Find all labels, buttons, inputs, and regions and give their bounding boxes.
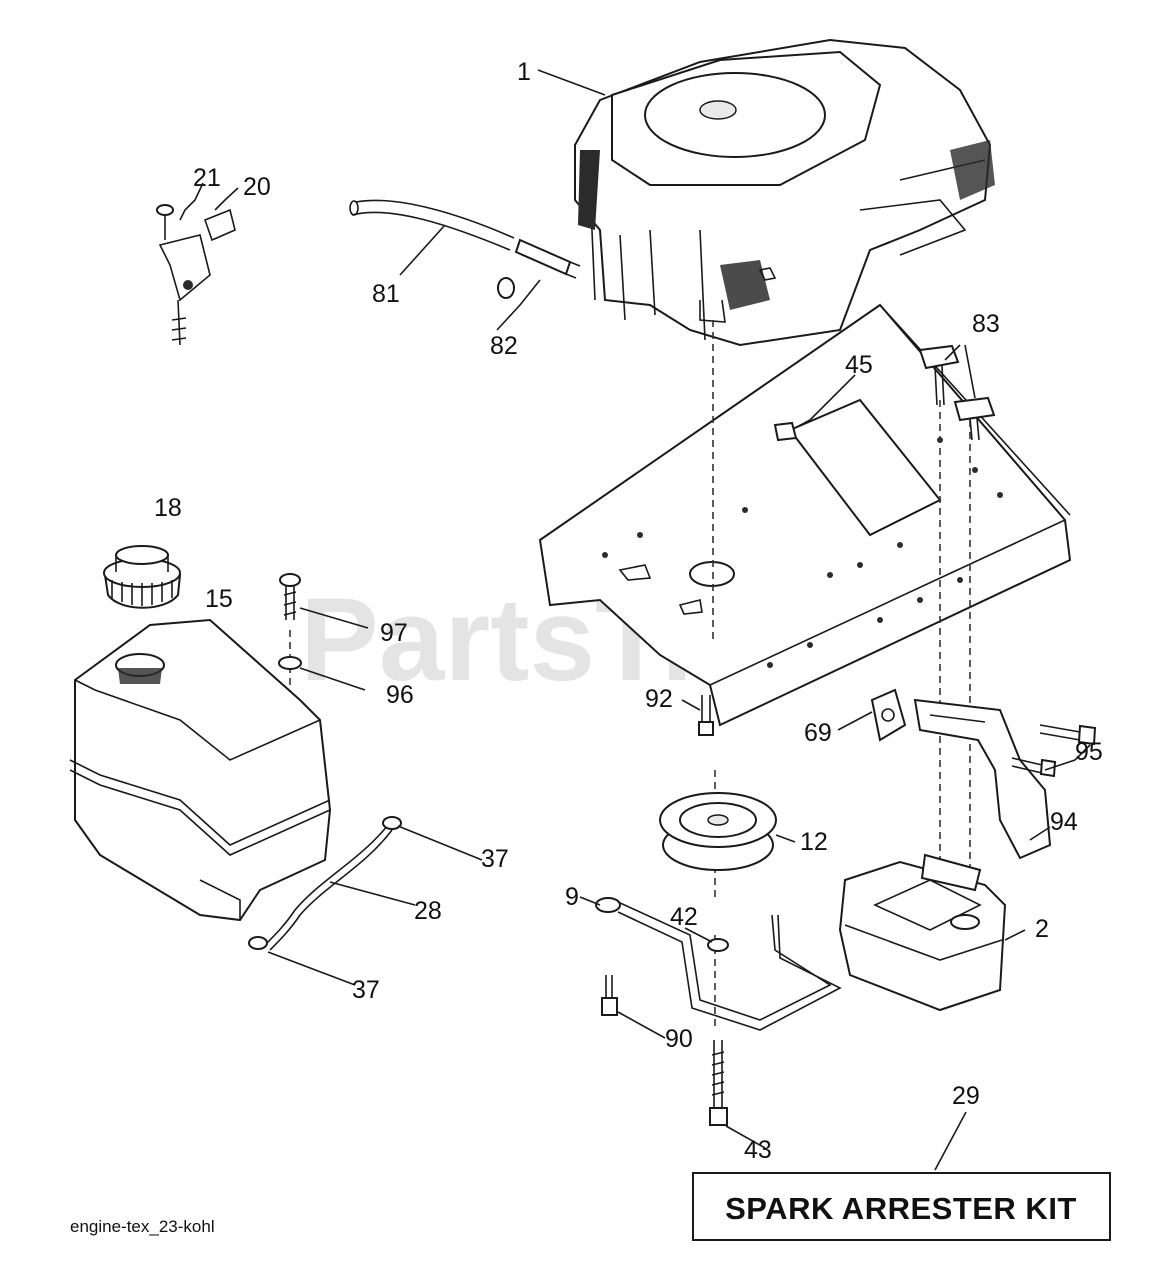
fitting-82 <box>497 238 581 299</box>
clamp-37a <box>382 816 402 830</box>
callout-82: 82 <box>490 332 518 360</box>
callout-42: 42 <box>670 903 698 931</box>
pulley-12 <box>659 792 777 871</box>
callout-83: 83 <box>972 310 1000 338</box>
callout-81: 81 <box>372 280 400 308</box>
muffler-2 <box>838 853 1007 1012</box>
screw-97 <box>279 573 301 620</box>
screws-95 <box>1011 724 1097 778</box>
callout-94: 94 <box>1050 808 1078 836</box>
spark-arrester-kit-box <box>692 1172 1111 1241</box>
leader-lines <box>179 69 1091 1171</box>
callout-37b: 37 <box>352 976 380 1004</box>
fuel-line-28 <box>264 824 393 951</box>
washer-42 <box>707 938 729 952</box>
spark-arrester-kit-label: SPARK ARRESTER KIT <box>725 1191 1077 1226</box>
callout-20: 20 <box>243 173 271 201</box>
callout-69: 69 <box>804 719 832 747</box>
clamp-37b <box>248 936 268 950</box>
callout-18: 18 <box>154 494 182 522</box>
bolt-92 <box>698 695 714 736</box>
gasket-69 <box>870 688 907 742</box>
callout-21: 21 <box>193 164 221 192</box>
fuel-hose-81 <box>349 199 515 251</box>
callout-9: 9 <box>565 883 579 911</box>
callout-95: 95 <box>1075 738 1103 766</box>
callout-37a: 37 <box>481 845 509 873</box>
bolt-43 <box>709 1040 728 1126</box>
chassis-plate <box>538 303 1072 727</box>
washer-96 <box>278 656 302 670</box>
bracket-9 <box>595 897 842 1031</box>
screw-21 <box>156 204 174 240</box>
callout-45: 45 <box>845 351 873 379</box>
exhaust-pipe-94 <box>913 698 1052 860</box>
bolt-83a <box>918 344 960 406</box>
callout-90: 90 <box>665 1025 693 1053</box>
nut-45 <box>773 421 798 442</box>
callout-92: 92 <box>645 685 673 713</box>
callout-15: 15 <box>205 585 233 613</box>
fuel-tank-15 <box>69 618 332 922</box>
callout-29: 29 <box>952 1082 980 1110</box>
fuel-cap-18 <box>103 545 182 609</box>
callout-1: 1 <box>517 58 531 86</box>
bolt-90 <box>601 975 618 1016</box>
callout-43: 43 <box>744 1136 772 1164</box>
bolt-83b <box>953 396 996 441</box>
callout-2: 2 <box>1035 915 1049 943</box>
callout-97: 97 <box>380 619 408 647</box>
diagram-caption: engine-tex_23-kohl <box>70 1217 215 1236</box>
callout-12: 12 <box>800 828 828 856</box>
callout-96: 96 <box>386 681 414 709</box>
throttle-control-20 <box>158 208 236 346</box>
engine-drawing <box>574 38 995 347</box>
callout-28: 28 <box>414 897 442 925</box>
